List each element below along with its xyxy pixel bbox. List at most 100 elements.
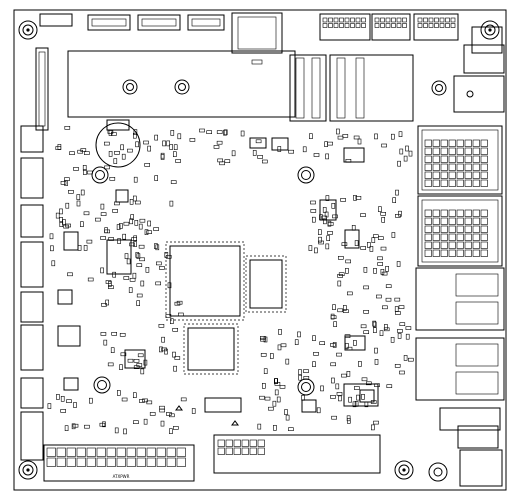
header-pin [480, 139, 488, 147]
header-pin [432, 139, 440, 147]
header-pin [385, 23, 391, 28]
mounting-hole-top-right [480, 20, 500, 40]
smd-part [160, 420, 165, 427]
header-pin [432, 155, 440, 163]
smd-part [374, 359, 379, 365]
smd-part [122, 233, 126, 240]
smd-part [216, 140, 223, 145]
header-pin [176, 457, 186, 467]
header-pin [46, 457, 56, 467]
smd-part [273, 424, 277, 431]
smd-part [399, 322, 406, 327]
left-connectors [20, 47, 49, 461]
main-ics [57, 137, 375, 413]
smd-part [372, 234, 379, 238]
smd-part [133, 365, 140, 370]
header-pin [76, 457, 86, 467]
smd-part [298, 369, 302, 375]
smd-part [114, 151, 120, 155]
smd-part [309, 133, 313, 139]
header-pin [472, 171, 480, 179]
smd-part [379, 330, 384, 337]
smd-part [297, 331, 301, 338]
smd-part [231, 150, 236, 157]
smd-part [264, 396, 271, 401]
smd-part [390, 133, 395, 140]
smd-part [143, 140, 149, 145]
smd-part [333, 321, 337, 328]
smd-part [191, 408, 196, 414]
header-pin [440, 179, 448, 187]
smd-part [318, 236, 322, 243]
smd-part [60, 181, 67, 185]
smd-part [312, 335, 316, 342]
header-pin [456, 179, 464, 187]
smd-part [405, 326, 412, 330]
smd-part [64, 177, 70, 181]
header-pin [385, 17, 391, 23]
header-pin [456, 241, 464, 249]
smd-part [64, 126, 71, 130]
smd-part [119, 332, 126, 337]
header-pin [464, 147, 472, 155]
smd-part [170, 130, 175, 136]
header-pin [439, 23, 445, 28]
smd-part [338, 395, 342, 402]
header-pin [480, 209, 488, 217]
smd-part [397, 329, 403, 333]
header-pin [424, 163, 432, 171]
header-pin [56, 457, 66, 467]
smd-part [263, 368, 268, 375]
smd-part [338, 272, 345, 277]
smd-part [108, 281, 112, 287]
smd-part [134, 220, 139, 226]
smd-part [363, 330, 370, 335]
smd-part [323, 218, 327, 225]
smd-part [128, 287, 133, 293]
smd-part [62, 219, 66, 225]
smd-part [373, 327, 377, 334]
header-pin [472, 225, 480, 233]
smd-part [206, 130, 212, 134]
smd-part [175, 159, 181, 163]
smd-part [332, 342, 337, 348]
smd-part [394, 363, 401, 368]
header-pin [432, 241, 440, 249]
smd-part [302, 146, 307, 153]
header-pin [350, 23, 355, 28]
header-pin [448, 241, 456, 249]
smd-part [72, 423, 79, 428]
smd-part [131, 237, 137, 241]
smd-part [123, 221, 130, 226]
header-pin [166, 457, 176, 467]
header-pin [448, 163, 456, 171]
smd-part [320, 385, 324, 392]
smd-part [346, 417, 351, 424]
header-pin [456, 139, 464, 147]
header-pin [440, 209, 448, 217]
smd-part [111, 132, 117, 136]
smd-part [396, 261, 401, 267]
header-pin [106, 457, 116, 467]
header-pin [450, 17, 456, 23]
smd-part [142, 398, 148, 403]
header-pin [440, 163, 448, 171]
header-pin [402, 23, 407, 28]
header-pin [472, 241, 480, 249]
mounting-hole-inner-4 [297, 378, 315, 396]
smd-part [316, 407, 321, 414]
smd-part [354, 240, 359, 246]
header-pin [432, 225, 440, 233]
header-pin [233, 439, 241, 447]
header-pin [456, 155, 464, 163]
smd-part [288, 149, 295, 154]
header-pin [464, 163, 472, 171]
smd-part [95, 217, 101, 222]
header-pin [146, 457, 156, 467]
smd-part [129, 277, 136, 282]
header-pin [56, 447, 66, 457]
smd-part [363, 309, 369, 314]
smd-part [173, 144, 178, 150]
smd-components [47, 126, 414, 435]
